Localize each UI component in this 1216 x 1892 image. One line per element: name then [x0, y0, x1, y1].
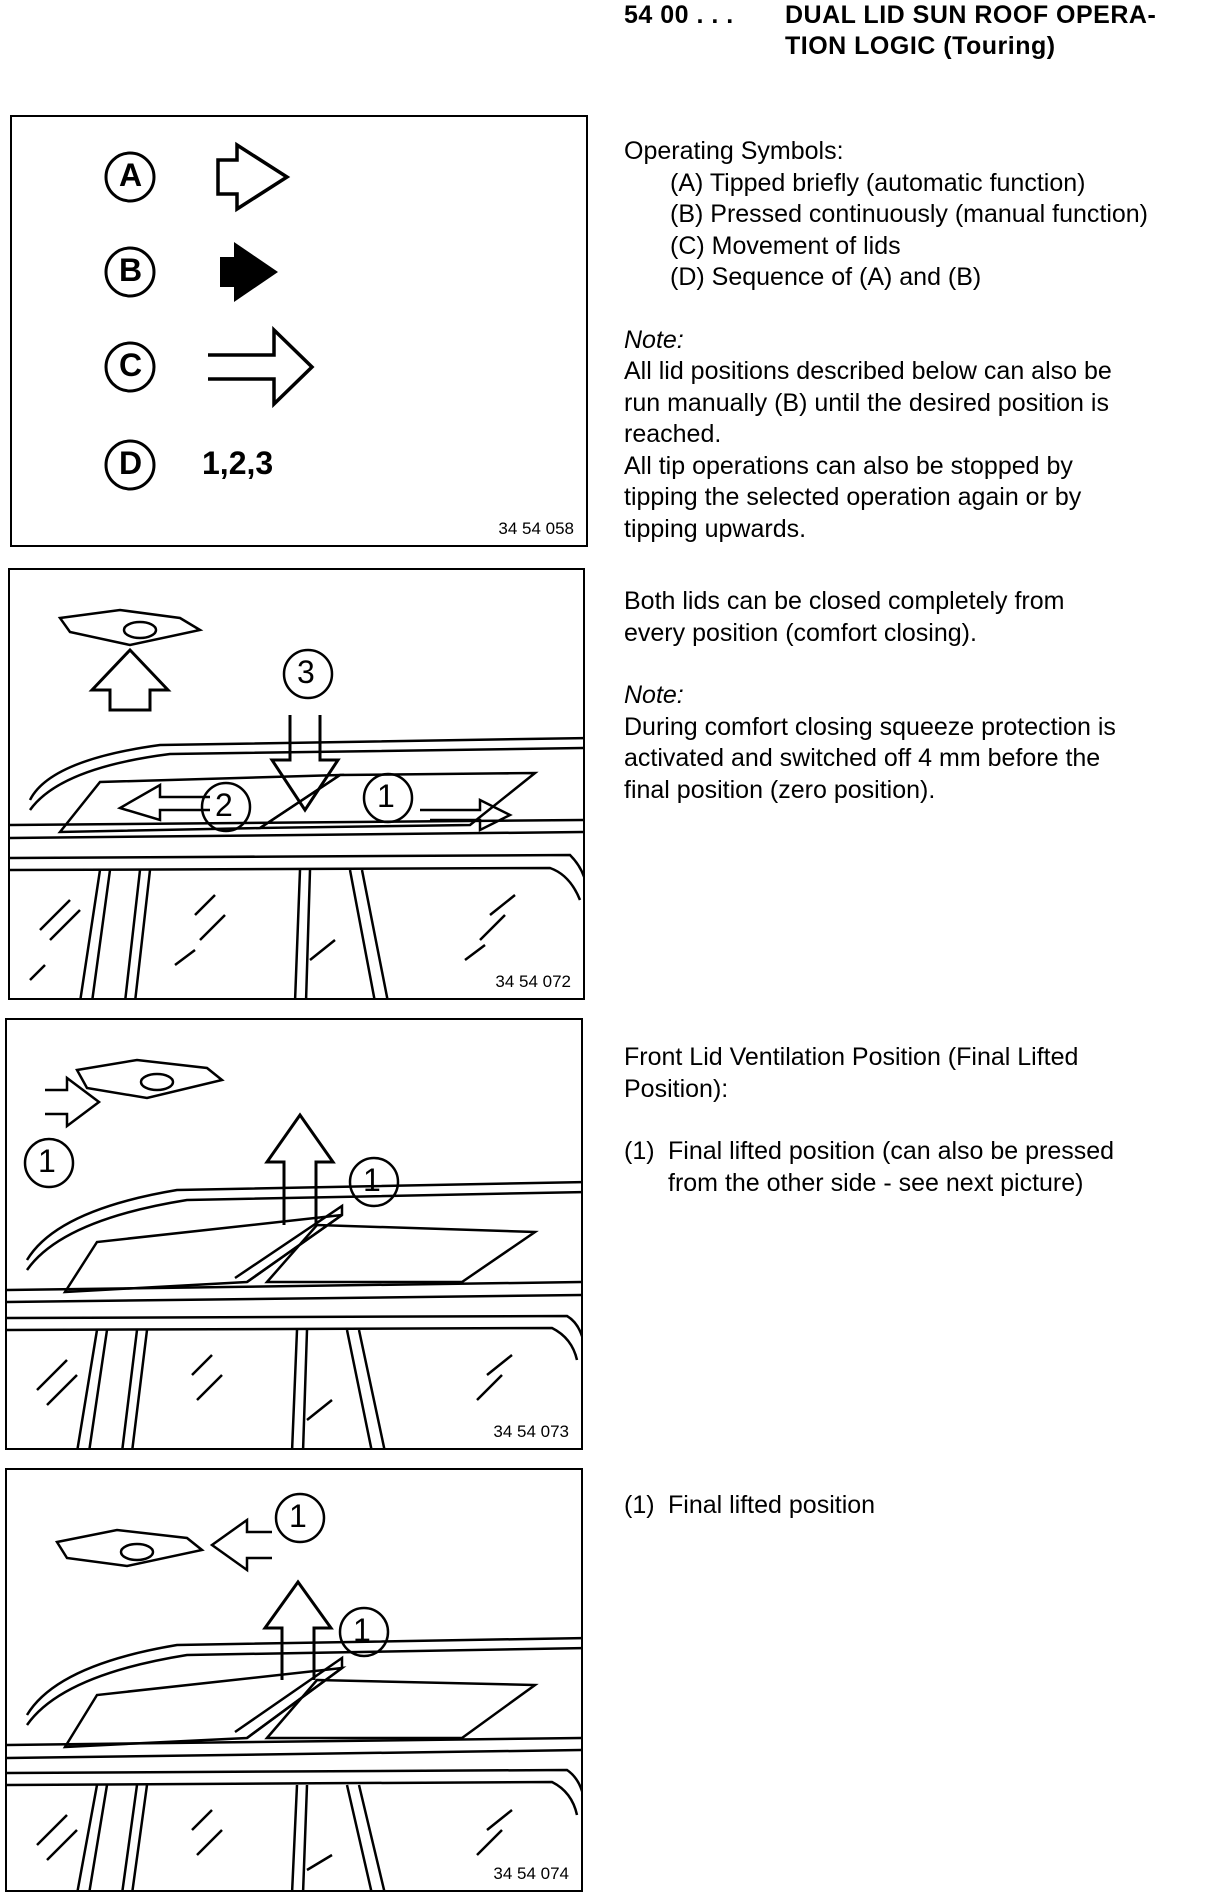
- list-item: (1) Final lifted position (can also be p…: [624, 1136, 1114, 1199]
- note-line: During comfort closing squeeze protectio…: [624, 712, 1116, 741]
- callout-1-switch: 1: [38, 1143, 56, 1179]
- callout-3: 3: [297, 654, 315, 690]
- note-line: run manually (B) until the desired posit…: [624, 388, 1109, 417]
- operating-symbols-heading: Operating Symbols:: [624, 137, 844, 165]
- note-line: tipping upwards.: [624, 514, 807, 543]
- section-heading-line: Position):: [624, 1074, 729, 1103]
- section-heading-line: Front Lid Ventilation Position (Final Li…: [624, 1043, 1079, 1071]
- symbols-drawing: [104, 141, 315, 491]
- note-line: All tip operations can also be stopped b…: [624, 451, 1073, 480]
- figure-comfort-closing: 3 2 1 34 54 072: [8, 568, 585, 1000]
- comfort-closing-text: Both lids can be closed completely from …: [624, 586, 1116, 806]
- front-lid-ventilation-text: Front Lid Ventilation Position (Final Li…: [624, 1042, 1114, 1199]
- symbol-a-desc: (A) Tipped briefly (automatic function): [670, 168, 1086, 197]
- figure-number: 34 54 073: [493, 1422, 569, 1441]
- symbol-b-desc: (B) Pressed continuously (manual functio…: [670, 200, 1149, 228]
- figure-front-lid-ventilation: 1 1 34 54 073: [5, 1018, 583, 1450]
- final-lifted-text: (1) Final lifted position: [624, 1490, 875, 1522]
- item-line: from the other side - see next picture): [668, 1168, 1084, 1197]
- list-item: (1) Final lifted position: [624, 1490, 875, 1522]
- figure-operating-symbols: A B C D 1,2,3 34 54 058: [10, 115, 588, 547]
- figure-number: 34 54 058: [498, 519, 574, 538]
- roof-drawing-final-lift: [7, 1492, 581, 1890]
- note-line: reached.: [624, 420, 722, 448]
- figure-number: 34 54 074: [493, 1864, 569, 1883]
- callout-1: 1: [377, 778, 395, 814]
- note-line: All lid positions described below can al…: [624, 357, 1112, 385]
- item-line: Final lifted position: [668, 1491, 876, 1519]
- roof-drawing-front-lift: [7, 1058, 581, 1448]
- section-number: 54 00 . . .: [624, 1, 734, 29]
- callout-2: 2: [215, 787, 233, 823]
- page-title-line2: TION LOGIC (Touring): [785, 32, 1056, 60]
- symbol-letter-c: C: [119, 347, 143, 383]
- symbol-c-desc: (C) Movement of lids: [670, 231, 901, 260]
- paragraph-line: every position (comfort closing).: [624, 618, 977, 647]
- callout-1-lid: 1: [363, 1162, 381, 1198]
- roof-drawing-closing: [10, 608, 583, 998]
- note-line: activated and switched off 4 mm before t…: [624, 744, 1101, 772]
- figure-final-lifted-position: 1 1 34 54 074: [5, 1468, 583, 1892]
- note-label: Note:: [624, 325, 684, 354]
- page-title-line1: DUAL LID SUN ROOF OPERA-: [785, 1, 1157, 29]
- note-line: tipping the selected operation again or …: [624, 483, 1082, 511]
- sequence-label: 1,2,3: [202, 445, 274, 481]
- item-number: (1): [624, 1137, 655, 1165]
- item-number: (1): [624, 1491, 655, 1519]
- note-line: final position (zero position).: [624, 775, 936, 804]
- symbol-d-desc: (D) Sequence of (A) and (B): [670, 263, 982, 291]
- callout-1-lid: 1: [353, 1612, 371, 1648]
- note-label: Note:: [624, 681, 684, 709]
- symbol-letter-d: D: [119, 445, 143, 481]
- item-line: Final lifted position (can also be press…: [668, 1137, 1115, 1165]
- symbol-letter-a: A: [119, 157, 143, 193]
- symbol-letter-b: B: [119, 252, 143, 288]
- figure-number: 34 54 072: [495, 972, 571, 991]
- operating-symbols-text: Operating Symbols: (A) Tipped briefly (a…: [624, 136, 1148, 545]
- paragraph-line: Both lids can be closed completely from: [624, 587, 1065, 615]
- callout-1-switch: 1: [289, 1498, 307, 1534]
